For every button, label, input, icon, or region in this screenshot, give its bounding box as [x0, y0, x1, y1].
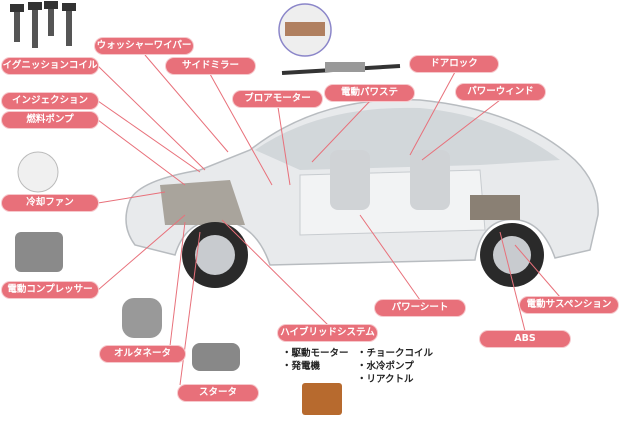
label-abs: ABS [480, 331, 570, 347]
car-body [125, 98, 599, 266]
leader-lines [97, 54, 561, 386]
label-blower-motor: ブロアモーター [233, 91, 322, 107]
hybrid-item: ・チョークコイル [357, 348, 434, 359]
compressor-image [15, 232, 63, 272]
label-cooling-fan: 冷却ファン [2, 195, 98, 211]
hybrid-item: ・駆動モーター [282, 348, 349, 359]
ignition-coil-image [10, 1, 76, 48]
rear-wheel [480, 223, 544, 287]
label-washer-wiper: ウォッシャーワイパー [95, 38, 193, 54]
label-power-steering: 電動パワステ [325, 85, 414, 101]
label-door-lock: ドアロック [410, 56, 498, 72]
label-injection: インジェクション [2, 93, 98, 109]
label-power-seat: パワーシート [375, 300, 465, 316]
hybrid-item: ・水冷ポンプ [357, 361, 414, 372]
hybrid-items-right: ・チョークコイル ・水冷ポンプ ・リアクトル [357, 347, 433, 386]
cooling-fan-image [17, 151, 59, 193]
front-wheel [182, 222, 248, 288]
label-power-window: パワーウィンド [456, 84, 545, 100]
label-ignition-coil: イグニッションコイル [2, 58, 98, 74]
label-electric-compressor: 電動コンプレッサー [2, 282, 98, 298]
hybrid-item: ・リアクトル [357, 374, 414, 385]
hybrid-items-left: ・駆動モーター ・発電機 [282, 347, 349, 373]
label-side-mirror: サイドミラー [166, 58, 255, 74]
label-starter: スタータ [178, 385, 258, 401]
label-hybrid-system: ハイブリッドシステム [278, 325, 377, 341]
power-steering-image [278, 3, 401, 75]
alternator-image [122, 298, 162, 338]
starter-image [192, 343, 240, 371]
label-electric-suspension: 電動サスペンション [520, 297, 618, 313]
hybrid-item: ・発電機 [282, 361, 321, 372]
label-fuel-pump: 燃料ポンプ [2, 112, 98, 128]
hybrid-coil-image [302, 383, 342, 415]
label-alternator: オルタネータ [100, 346, 185, 362]
